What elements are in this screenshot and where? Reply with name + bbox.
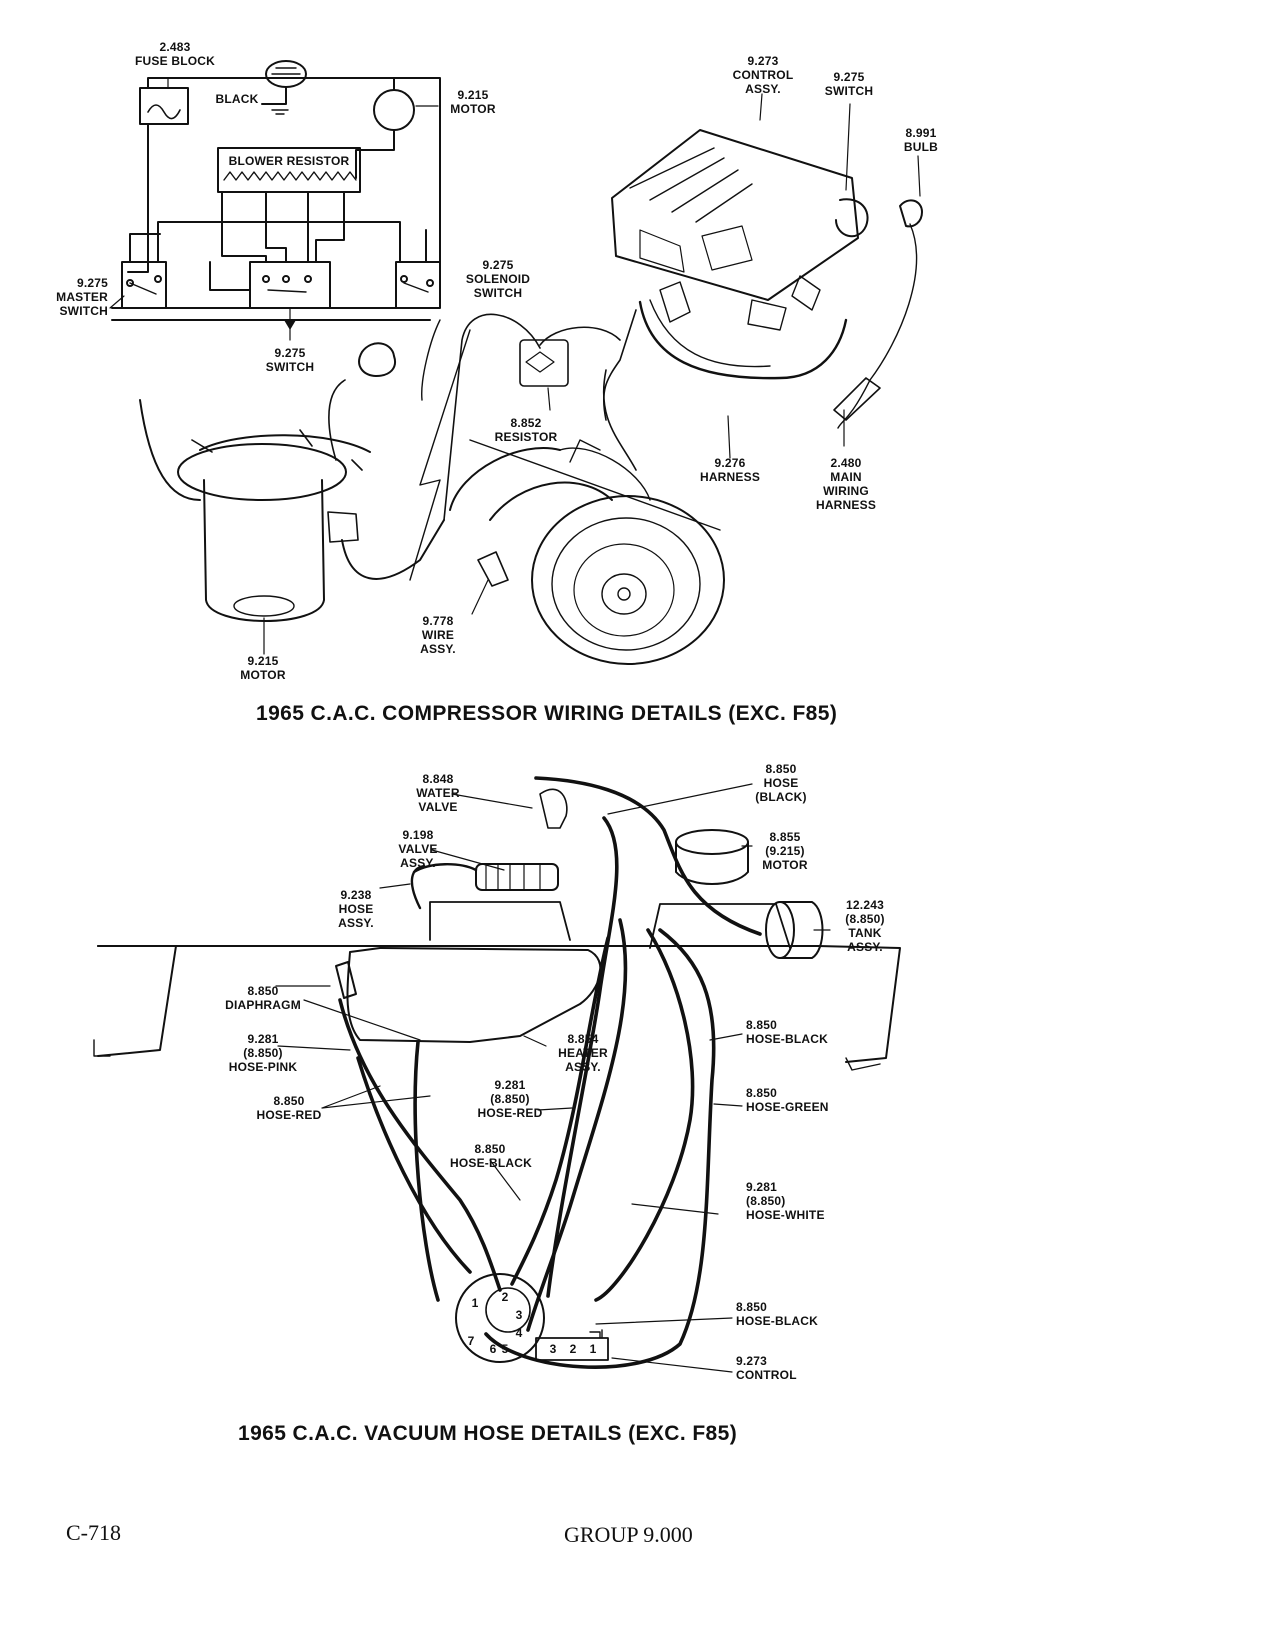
port-2: 2 [501, 1290, 509, 1304]
wire-assy-label: 9.778 WIRE ASSY. [420, 614, 456, 656]
port-7: 7 [467, 1334, 475, 1348]
hose-red-left-label: 8.850 HOSE-RED [256, 1094, 322, 1122]
motor-vacuum-label: 8.855 (9.215) MOTOR [762, 830, 808, 872]
hose-pink-label: 9.281 (8.850) HOSE-PINK [228, 1032, 298, 1074]
port-6: 6 [489, 1342, 497, 1356]
motor-bottom-label: 9.215 MOTOR [240, 654, 286, 682]
wiring-leader-lines [109, 77, 921, 655]
control-assembly-drawing [443, 129, 923, 521]
wiring-caption: 1965 C.A.C. COMPRESSOR WIRING DETAILS (E… [256, 702, 838, 725]
vacuum-hose-drawing [93, 776, 901, 1373]
port-3: 3 [515, 1308, 523, 1322]
solenoid-switch-label: 9.275 SOLENOID SWITCH [465, 258, 531, 300]
compressor-drawing [449, 439, 725, 665]
control-port-2: 2 [569, 1342, 577, 1356]
control-label: 9.273 CONTROL [736, 1354, 797, 1382]
resistor-label: 8.852 RESISTOR [494, 416, 558, 444]
hose-black-low-label: 8.850 HOSE-BLACK [736, 1300, 818, 1328]
hose-black-mid-label: 8.850 HOSE-BLACK [450, 1142, 532, 1170]
group-number: GROUP 9.000 [564, 1522, 693, 1547]
master-switch-label: 9.275 MASTER SWITCH [56, 276, 108, 318]
heater-assy-label: 8.854 HEATER ASSY. [558, 1032, 608, 1074]
harness-label: 9.276 HARNESS [699, 456, 761, 484]
control-port-3: 3 [549, 1342, 557, 1356]
port-4: 4 [515, 1326, 523, 1340]
water-valve-label: 8.848 WATER VALVE [416, 772, 460, 814]
fuse-block-label: 2.483 FUSE BLOCK [135, 40, 215, 68]
blower-motor-drawing [139, 319, 471, 622]
hose-black-right-label: 8.850 HOSE-BLACK [746, 1018, 828, 1046]
hose-green-label: 8.850 HOSE-GREEN [746, 1086, 829, 1114]
hose-white-label: 9.281 (8.850) HOSE-WHITE [746, 1180, 825, 1222]
port-1: 1 [471, 1296, 479, 1310]
hose-red-mid-label: 9.281 (8.850) HOSE-RED [477, 1078, 543, 1120]
bulb-label: 8.991 BULB [903, 126, 939, 154]
motor-top-label: 9.215 MOTOR [450, 88, 496, 116]
hose-assy-label: 9.238 HOSE ASSY. [338, 888, 374, 930]
port-5: 5 [501, 1342, 509, 1356]
blower-resistor-label: BLOWER RESISTOR [228, 154, 350, 168]
control-assy-label: 9.273 CONTROL ASSY. [732, 54, 794, 96]
vacuum-caption: 1965 C.A.C. VACUUM HOSE DETAILS (EXC. F8… [238, 1422, 738, 1445]
main-wiring-harness-label: 2.480 MAIN WIRING HARNESS [815, 456, 877, 512]
black-label: BLACK [215, 92, 259, 106]
control-port-1: 1 [589, 1342, 597, 1356]
switch-top-label: 9.275 SWITCH [824, 70, 874, 98]
diaphragm-label: 8.850 DIAPHRAGM [225, 984, 301, 1012]
switch-bottom-label: 9.275 SWITCH [265, 346, 315, 374]
valve-assy-label: 9.198 VALVE ASSY. [398, 828, 438, 870]
tank-assy-label: 12.243 (8.850) TANK ASSY. [845, 898, 885, 954]
wiring-schematic [111, 60, 441, 341]
page-number: C-718 [66, 1520, 121, 1545]
hose-black-top-label: 8.850 HOSE (BLACK) [755, 762, 807, 804]
